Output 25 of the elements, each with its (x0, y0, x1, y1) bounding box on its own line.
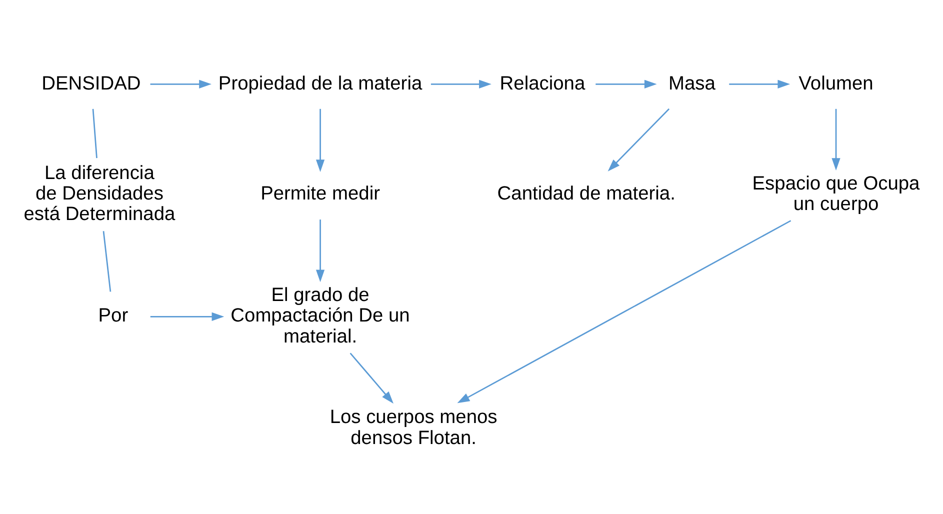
node-text: Espacio que Ocupa un cuerpo (752, 173, 920, 215)
arrow (150, 80, 212, 88)
arrow (729, 80, 790, 88)
connector (102, 231, 112, 292)
arrow (316, 220, 325, 282)
node-text: El grado de Compactación De un material. (230, 285, 410, 348)
node-text: Masa (668, 73, 716, 94)
node-text: Propiedad de la materia (218, 73, 422, 94)
node-text: Volumen (798, 73, 874, 94)
arrow (430, 80, 492, 88)
arrow (832, 108, 840, 170)
node-text: La diferencia de Densidades está Determinada (24, 163, 176, 226)
node-text: Relaciona (500, 73, 586, 94)
arrow (596, 80, 657, 88)
node-text: Los cuerpos menos densos Flotan. (330, 407, 498, 449)
arrow (608, 108, 670, 172)
connector (92, 108, 98, 158)
node-text: Permite medir (260, 184, 380, 205)
arrow (150, 312, 224, 321)
arrow (350, 352, 394, 404)
node-text: DENSIDAD (42, 73, 141, 94)
arrow (316, 108, 325, 172)
node-text: Por (98, 306, 128, 327)
arrow (457, 220, 792, 404)
node-text: Cantidad de materia. (497, 184, 676, 205)
